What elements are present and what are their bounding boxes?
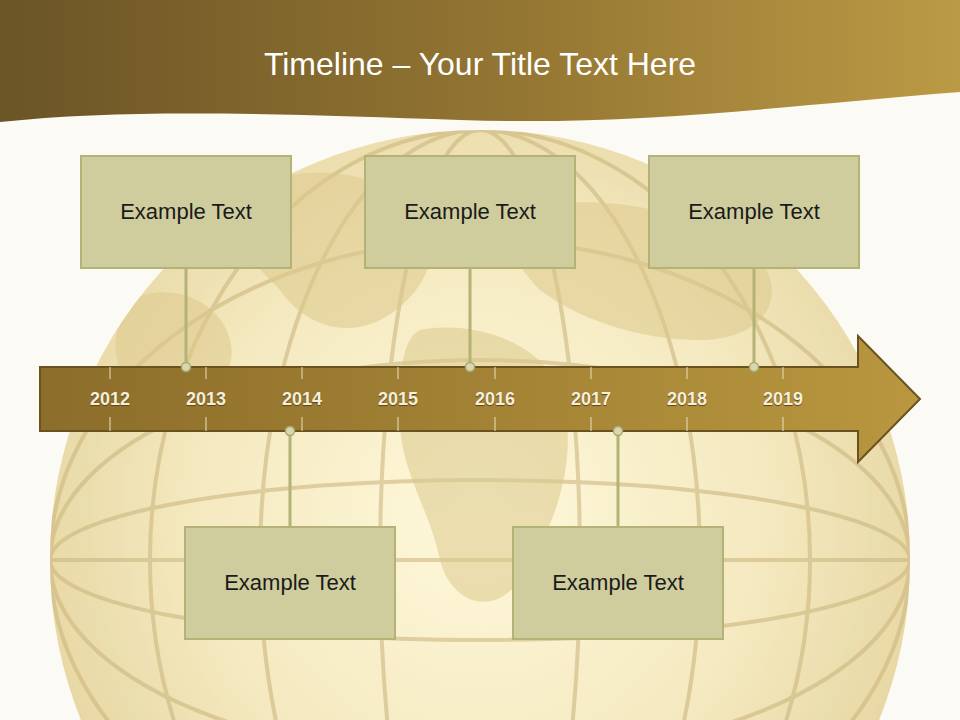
event-box: Example Text (364, 155, 576, 269)
year-label: 2013 (186, 389, 226, 410)
joint-dot (750, 363, 759, 372)
leader-line (753, 269, 756, 367)
year-label: 2017 (571, 389, 611, 410)
year-label: 2019 (763, 389, 803, 410)
leader-line (617, 431, 620, 526)
year-label: 2012 (90, 389, 130, 410)
timeline-arrow: 2012 2013 2014 2015 2016 2017 2018 2019 (40, 367, 858, 431)
event-box: Example Text (184, 526, 396, 640)
leader-line (469, 269, 472, 367)
event-box: Example Text (648, 155, 860, 269)
joint-dot (182, 363, 191, 372)
year-label: 2015 (378, 389, 418, 410)
title-band (0, 0, 960, 122)
event-box: Example Text (512, 526, 724, 640)
joint-dot (466, 363, 475, 372)
event-text: Example Text (688, 199, 820, 225)
joint-dot (614, 427, 623, 436)
year-label: 2016 (475, 389, 515, 410)
leader-line (185, 269, 188, 367)
slide-title: Timeline – Your Title Text Here (0, 44, 960, 84)
event-text: Example Text (552, 570, 684, 596)
leader-line (289, 431, 292, 526)
year-label: 2014 (282, 389, 322, 410)
year-label: 2018 (667, 389, 707, 410)
joint-dot (286, 427, 295, 436)
arrow-body (40, 336, 920, 462)
event-text: Example Text (224, 570, 356, 596)
event-box: Example Text (80, 155, 292, 269)
event-text: Example Text (404, 199, 536, 225)
event-text: Example Text (120, 199, 252, 225)
